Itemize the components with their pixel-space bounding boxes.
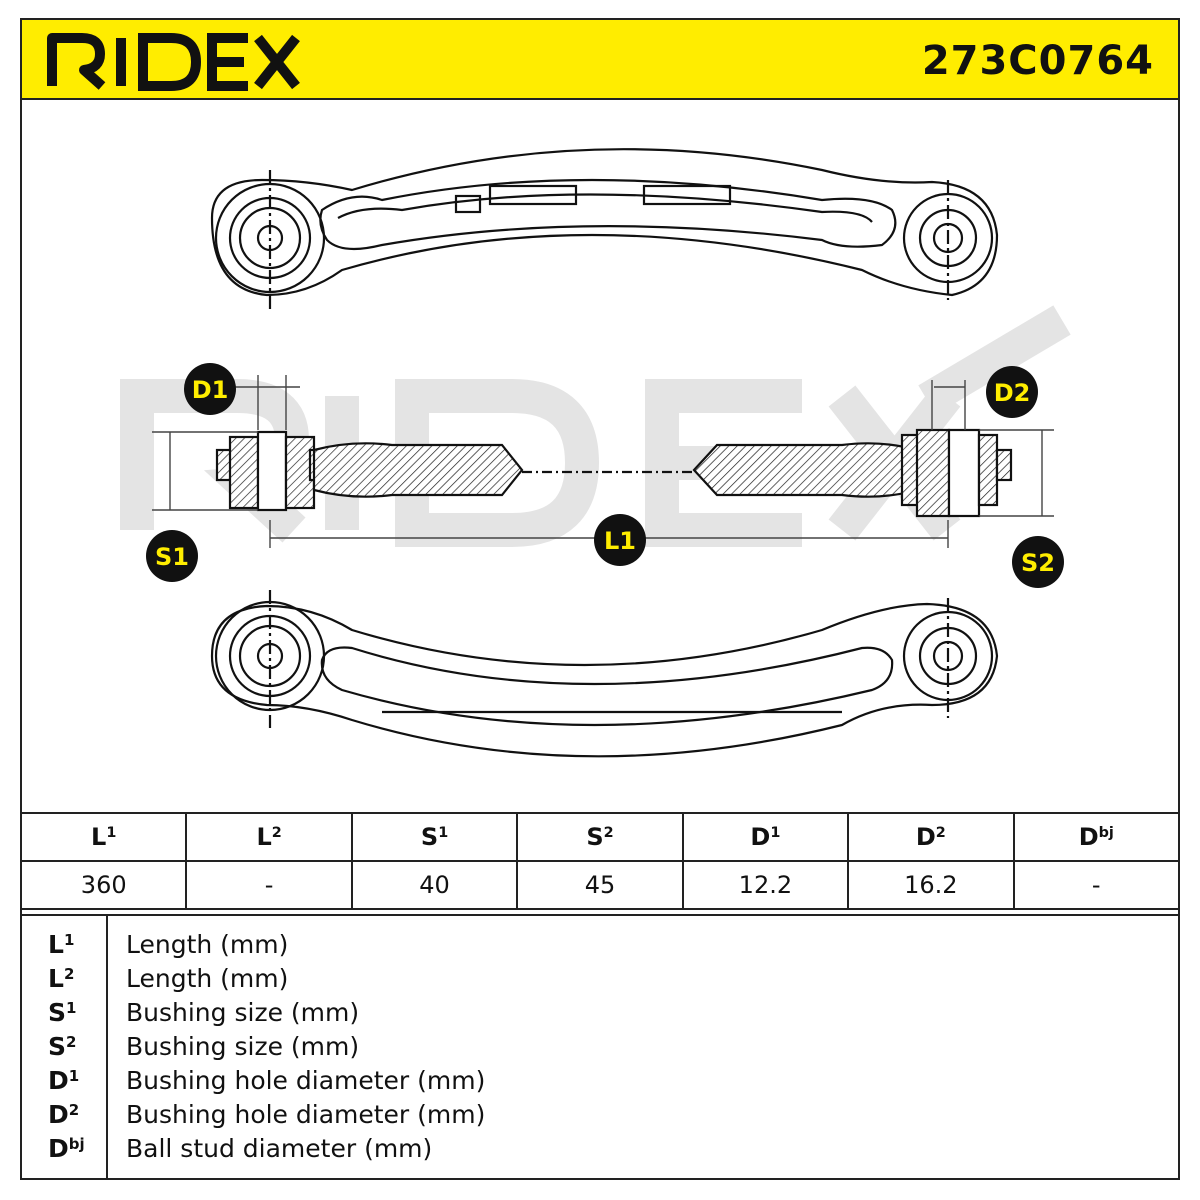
header-d2: D2 (847, 812, 1015, 862)
legend-divider (106, 916, 108, 1178)
svg-text:L1: L1 (604, 527, 636, 555)
svg-text:S2: S2 (1021, 549, 1055, 577)
legend-description: Bushing size (mm) (126, 1032, 360, 1061)
legend-description: Bushing hole diameter (mm) (126, 1066, 486, 1095)
badge-s1: S1 (146, 530, 198, 582)
ridex-logo (47, 33, 300, 91)
legend-row-l2: L2 Length (mm) (22, 964, 1178, 998)
legend-row-d2: D2 Bushing hole diameter (mm) (22, 1100, 1178, 1134)
svg-text:D2: D2 (994, 379, 1031, 407)
legend: L1 Length (mm) L2 Length (mm) S1 Bushing… (20, 914, 1180, 1180)
value-l2: - (185, 860, 353, 910)
badge-d1: D1 (184, 363, 236, 415)
legend-code: L2 (48, 964, 75, 993)
legend-description: Bushing size (mm) (126, 998, 360, 1027)
value-l1: 360 (19, 860, 188, 910)
table-header-row: L1 L2 S1 S2 D1 D2 Dbj (19, 812, 1181, 862)
part-number: 273C0764 (921, 38, 1154, 84)
table-value-row: 360 - 40 45 12.2 16.2 - (19, 860, 1181, 910)
legend-row-d1: D1 Bushing hole diameter (mm) (22, 1066, 1178, 1100)
badge-d2: D2 (986, 366, 1038, 418)
arm-section-view (215, 428, 1013, 518)
badge-s2: S2 (1012, 536, 1064, 588)
legend-row-s1: S1 Bushing size (mm) (22, 998, 1178, 1032)
header-s1: S1 (350, 812, 519, 862)
legend-description: Length (mm) (126, 930, 289, 959)
legend-description: Length (mm) (126, 964, 289, 993)
legend-code: Dbj (48, 1134, 85, 1163)
legend-row-l1: L1 Length (mm) (22, 930, 1178, 964)
legend-description: Bushing hole diameter (mm) (126, 1100, 486, 1129)
header-d1: D1 (681, 812, 850, 862)
arm-top-view (210, 148, 999, 310)
value-s2: 45 (516, 860, 684, 910)
svg-text:D1: D1 (192, 376, 229, 404)
value-s1: 40 (350, 860, 519, 910)
legend-code: D1 (48, 1066, 80, 1095)
header-dbj: Dbj (1012, 812, 1181, 862)
spec-table: L1 L2 S1 S2 D1 D2 Dbj 360 - 40 45 12.2 1… (19, 812, 1181, 910)
technical-drawing: D1 D2 S1 S2 L1 (120, 148, 1071, 758)
legend-description: Ball stud diameter (mm) (126, 1134, 433, 1163)
svg-text:S1: S1 (155, 543, 189, 571)
arm-bottom-view (210, 590, 999, 758)
legend-code: S2 (48, 1032, 77, 1061)
legend-row-dbj: Dbj Ball stud diameter (mm) (22, 1134, 1178, 1168)
value-d1: 12.2 (681, 860, 850, 910)
legend-row-s2: S2 Bushing size (mm) (22, 1032, 1178, 1066)
legend-code: S1 (48, 998, 77, 1027)
badge-l1: L1 (594, 514, 646, 566)
value-dbj: - (1012, 860, 1181, 910)
header-l1: L1 (19, 812, 188, 862)
value-d2: 16.2 (847, 860, 1015, 910)
header-l2: L2 (185, 812, 353, 862)
legend-code: L1 (48, 930, 75, 959)
header-bar: 273C0764 (20, 18, 1180, 100)
header-s2: S2 (516, 812, 684, 862)
legend-code: D2 (48, 1100, 80, 1129)
